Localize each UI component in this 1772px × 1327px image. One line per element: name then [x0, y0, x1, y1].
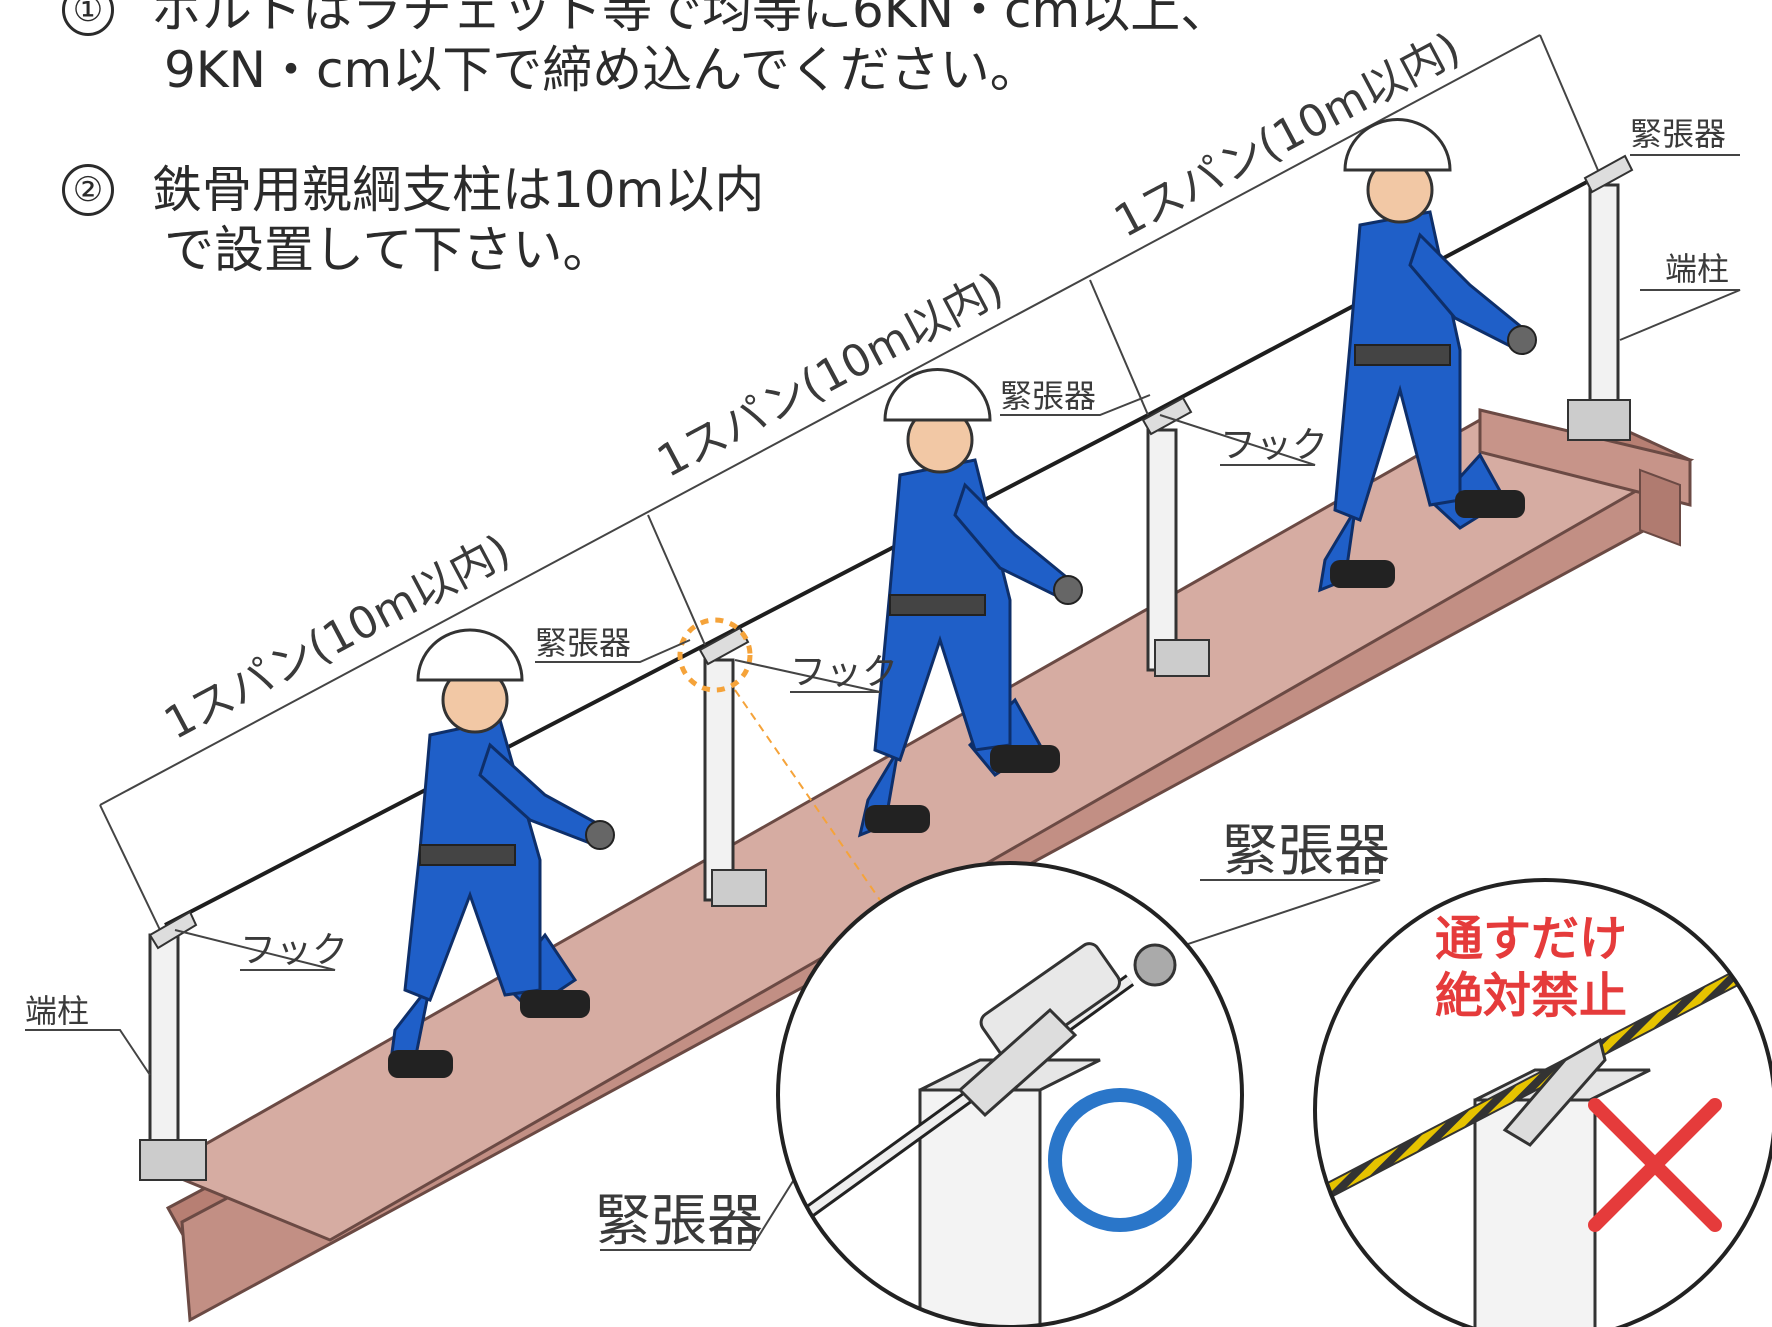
tensioner-zoom-label-bottom: 緊張器 [595, 1189, 763, 1254]
note-1-line1: ボルトはラチェット等で均等に6KN・cm以上、 [152, 0, 1231, 39]
zoom-guide-line [734, 689, 881, 901]
forbidden-label-line2: 絶対禁止 [1435, 968, 1627, 1024]
span-dimension-line [99, 34, 1601, 931]
note-2-line2: で設置して下さい。 [164, 221, 613, 279]
worker-1 [388, 628, 615, 1078]
tensioner-label-2: 緊張器 [1000, 377, 1096, 415]
note-2-number: ② [62, 163, 114, 216]
tensioner-label-3: 緊張器 [1630, 115, 1726, 153]
hook-label-2: フック [790, 652, 898, 693]
note-2: ② 鉄骨用親綱支柱は10m以内 で設置して下さい。 [62, 160, 764, 280]
end-post-left [139, 910, 207, 1181]
end-post-label-right: 端柱 [1665, 250, 1729, 288]
zoom-detail-correct [776, 861, 1244, 1327]
middle-post-2 [1141, 396, 1210, 677]
tensioner-highlight [677, 617, 753, 693]
tensioner-label-1: 緊張器 [535, 624, 631, 662]
label-leaders [25, 154, 1741, 1251]
note-1-line2: 9KN・cm以下で締め込んでください。 [164, 41, 1040, 99]
middle-post-1 [698, 626, 767, 907]
end-post-label-left: 端柱 [25, 992, 89, 1030]
worker-2 [857, 368, 1083, 838]
note-2-line1: 鉄骨用親綱支柱は10m以内 [152, 161, 765, 219]
ok-circle-mark [1048, 1088, 1192, 1232]
hook-label-1: フック [240, 930, 348, 971]
tensioner-zoom-label-top: 緊張器 [1222, 819, 1390, 884]
hook-label-3: フック [1220, 425, 1328, 466]
worker-3 [1318, 118, 1537, 593]
zoom-detail-forbidden [1313, 878, 1772, 1327]
note-1-number: ① [62, 0, 114, 36]
ng-cross-mark [1588, 1098, 1722, 1232]
end-post-right [1567, 154, 1634, 441]
note-1: ① ボルトはラチェット等で均等に6KN・cm以上、 9KN・cm以下で締め込んでく… [62, 0, 1230, 100]
forbidden-label-line1: 通すだけ [1435, 911, 1627, 967]
